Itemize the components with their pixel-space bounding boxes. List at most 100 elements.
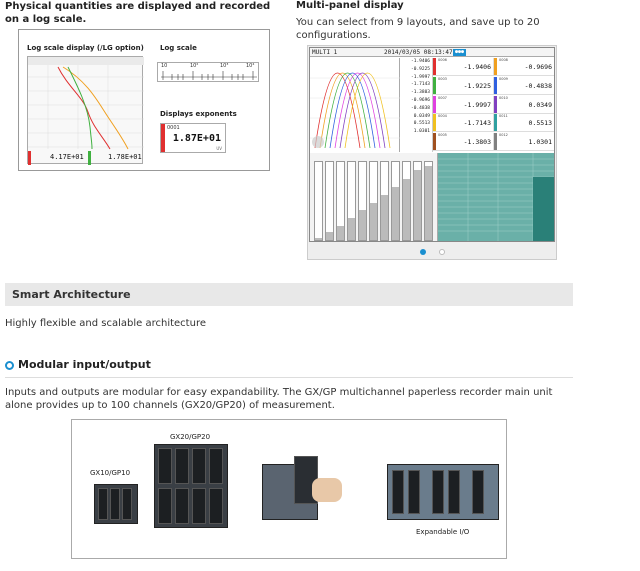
digital-cell: 0007 -1.9997	[433, 95, 494, 114]
products-image: GX10/GP10 GX20/GP20 Expandable I/O	[71, 419, 507, 559]
trend-value: -0.4838	[411, 105, 430, 111]
io-module	[175, 488, 189, 524]
scale-tick-2: 10²	[190, 63, 199, 69]
channel-color-tab	[161, 124, 165, 152]
channel-value: -1.9997	[463, 100, 491, 109]
io-module	[209, 448, 223, 484]
trend-value: 1.0301	[413, 129, 430, 135]
screen-datetime: 2014/03/05 08:13:47	[384, 49, 453, 56]
bargraph-column	[380, 161, 389, 241]
bargraph-fill	[425, 165, 432, 240]
io-module	[209, 488, 223, 524]
bargraph-column	[369, 161, 378, 241]
section-subtitle: Highly flexible and scalable architectur…	[5, 318, 206, 329]
scale-tick-4: 10⁴	[246, 63, 255, 69]
io-module	[98, 488, 108, 520]
channel-color-bar	[433, 76, 436, 94]
channel-value: -1.9225	[463, 81, 491, 90]
trend-value: -1.9997	[411, 74, 430, 80]
io-module	[122, 488, 132, 520]
bargraph-column	[402, 161, 411, 241]
channel-number: 0004	[438, 114, 447, 119]
log-graph: 4.17E+01 1.78E+01	[27, 56, 144, 165]
channel-value: -1.3803	[463, 138, 491, 147]
exponent-tag: 0001	[167, 125, 180, 131]
graph-readout-2: 1.78E+01	[108, 153, 142, 161]
channel-number: 0009	[499, 76, 508, 81]
channel-number: 0010	[499, 95, 508, 100]
channel-value: -1.9406	[463, 63, 491, 71]
digital-cell: 0009 -0.4838	[494, 76, 554, 95]
exponents-label: Displays exponents	[160, 110, 237, 118]
io-module	[472, 470, 484, 514]
section-header: Smart Architecture	[5, 283, 573, 306]
bargraph-fill	[370, 202, 377, 240]
channel-value: -0.9696	[524, 63, 552, 71]
bargraph-column	[336, 161, 345, 241]
channel-color-bar	[494, 114, 497, 132]
log-scale-heading: Physical quantities are displayed and re…	[5, 1, 271, 25]
bargraph-column	[314, 161, 323, 241]
bargraph-panel	[310, 153, 438, 241]
bargraph-column	[325, 161, 334, 241]
bargraph-fill	[381, 194, 388, 240]
trend-value: -1.3803	[411, 90, 430, 96]
bargraph-fill	[403, 179, 410, 240]
gx10-label: GX10/GP10	[90, 469, 131, 477]
slide-dot-active[interactable]	[420, 249, 426, 255]
channel-number: 0007	[438, 95, 447, 100]
channel-color-bar	[494, 133, 497, 151]
channel-value: 0.5513	[528, 119, 552, 128]
bargraph-fill	[392, 186, 399, 240]
expandable-label: Expandable I/O	[416, 528, 470, 536]
multi-panel-description: You can select from 9 layouts, and save …	[296, 17, 540, 41]
trend-value: -0.9696	[411, 97, 430, 103]
bullet-ring-icon	[5, 361, 14, 370]
table-panel	[438, 153, 554, 241]
io-module	[192, 448, 206, 484]
io-module	[158, 488, 172, 524]
bargraph-fill	[359, 210, 366, 240]
bargraph-fill	[348, 218, 355, 240]
scale-tick-3: 10³	[220, 63, 229, 69]
scale-tick-1: 10	[161, 63, 168, 69]
digital-cell: 0008-0.9696	[494, 58, 554, 76]
channel-color-bar	[433, 133, 436, 151]
multi-panel-screen: MULTI 1 2014/03/05 08:13:47 ●●● -1	[309, 47, 555, 242]
channel-color-bar	[433, 58, 436, 75]
channel-color-bar	[494, 95, 497, 113]
digital-cell: 0005-1.3803	[433, 133, 494, 152]
channel-number: 0006	[438, 58, 447, 62]
channel-color-bar	[433, 95, 436, 113]
channel-value: -1.7143	[463, 119, 491, 128]
trend-value: 0.5513	[413, 121, 430, 127]
log-scale-label: Log scale	[160, 44, 197, 52]
bargraph-fill	[326, 232, 333, 240]
trend-values-column: -1.9406 -0.9225 -1.9997 -1.7143 -1.3803 …	[400, 58, 433, 152]
io-module	[192, 488, 206, 524]
bargraph-column	[413, 161, 422, 241]
slide-dot[interactable]	[439, 249, 446, 255]
bargraph-column	[347, 161, 356, 241]
digital-cell: 0006 -1.9406	[433, 58, 494, 76]
channel-value: -0.4838	[524, 81, 552, 90]
log-scale-strip: 10 10² 10³ 10⁴	[157, 62, 259, 82]
multi-panel-heading: Multi-panel display	[296, 0, 404, 11]
modular-description: Inputs and outputs are modular for easy …	[5, 387, 553, 411]
status-badge: ●●●	[453, 49, 467, 56]
channel-color-bar	[433, 114, 436, 132]
bargraph-column	[424, 161, 433, 241]
io-module	[408, 470, 420, 514]
divider	[5, 377, 573, 378]
slide-indicators	[420, 247, 455, 258]
io-module	[175, 448, 189, 484]
bargraph-column	[391, 161, 400, 241]
bargraph-fill	[315, 237, 322, 240]
graph-readout-1: 4.17E+01	[50, 153, 84, 161]
gx20-label: GX20/GP20	[170, 433, 211, 441]
io-module	[448, 470, 460, 514]
screen-title-bar: MULTI 1 2014/03/05 08:13:47 ●●●	[310, 48, 554, 57]
